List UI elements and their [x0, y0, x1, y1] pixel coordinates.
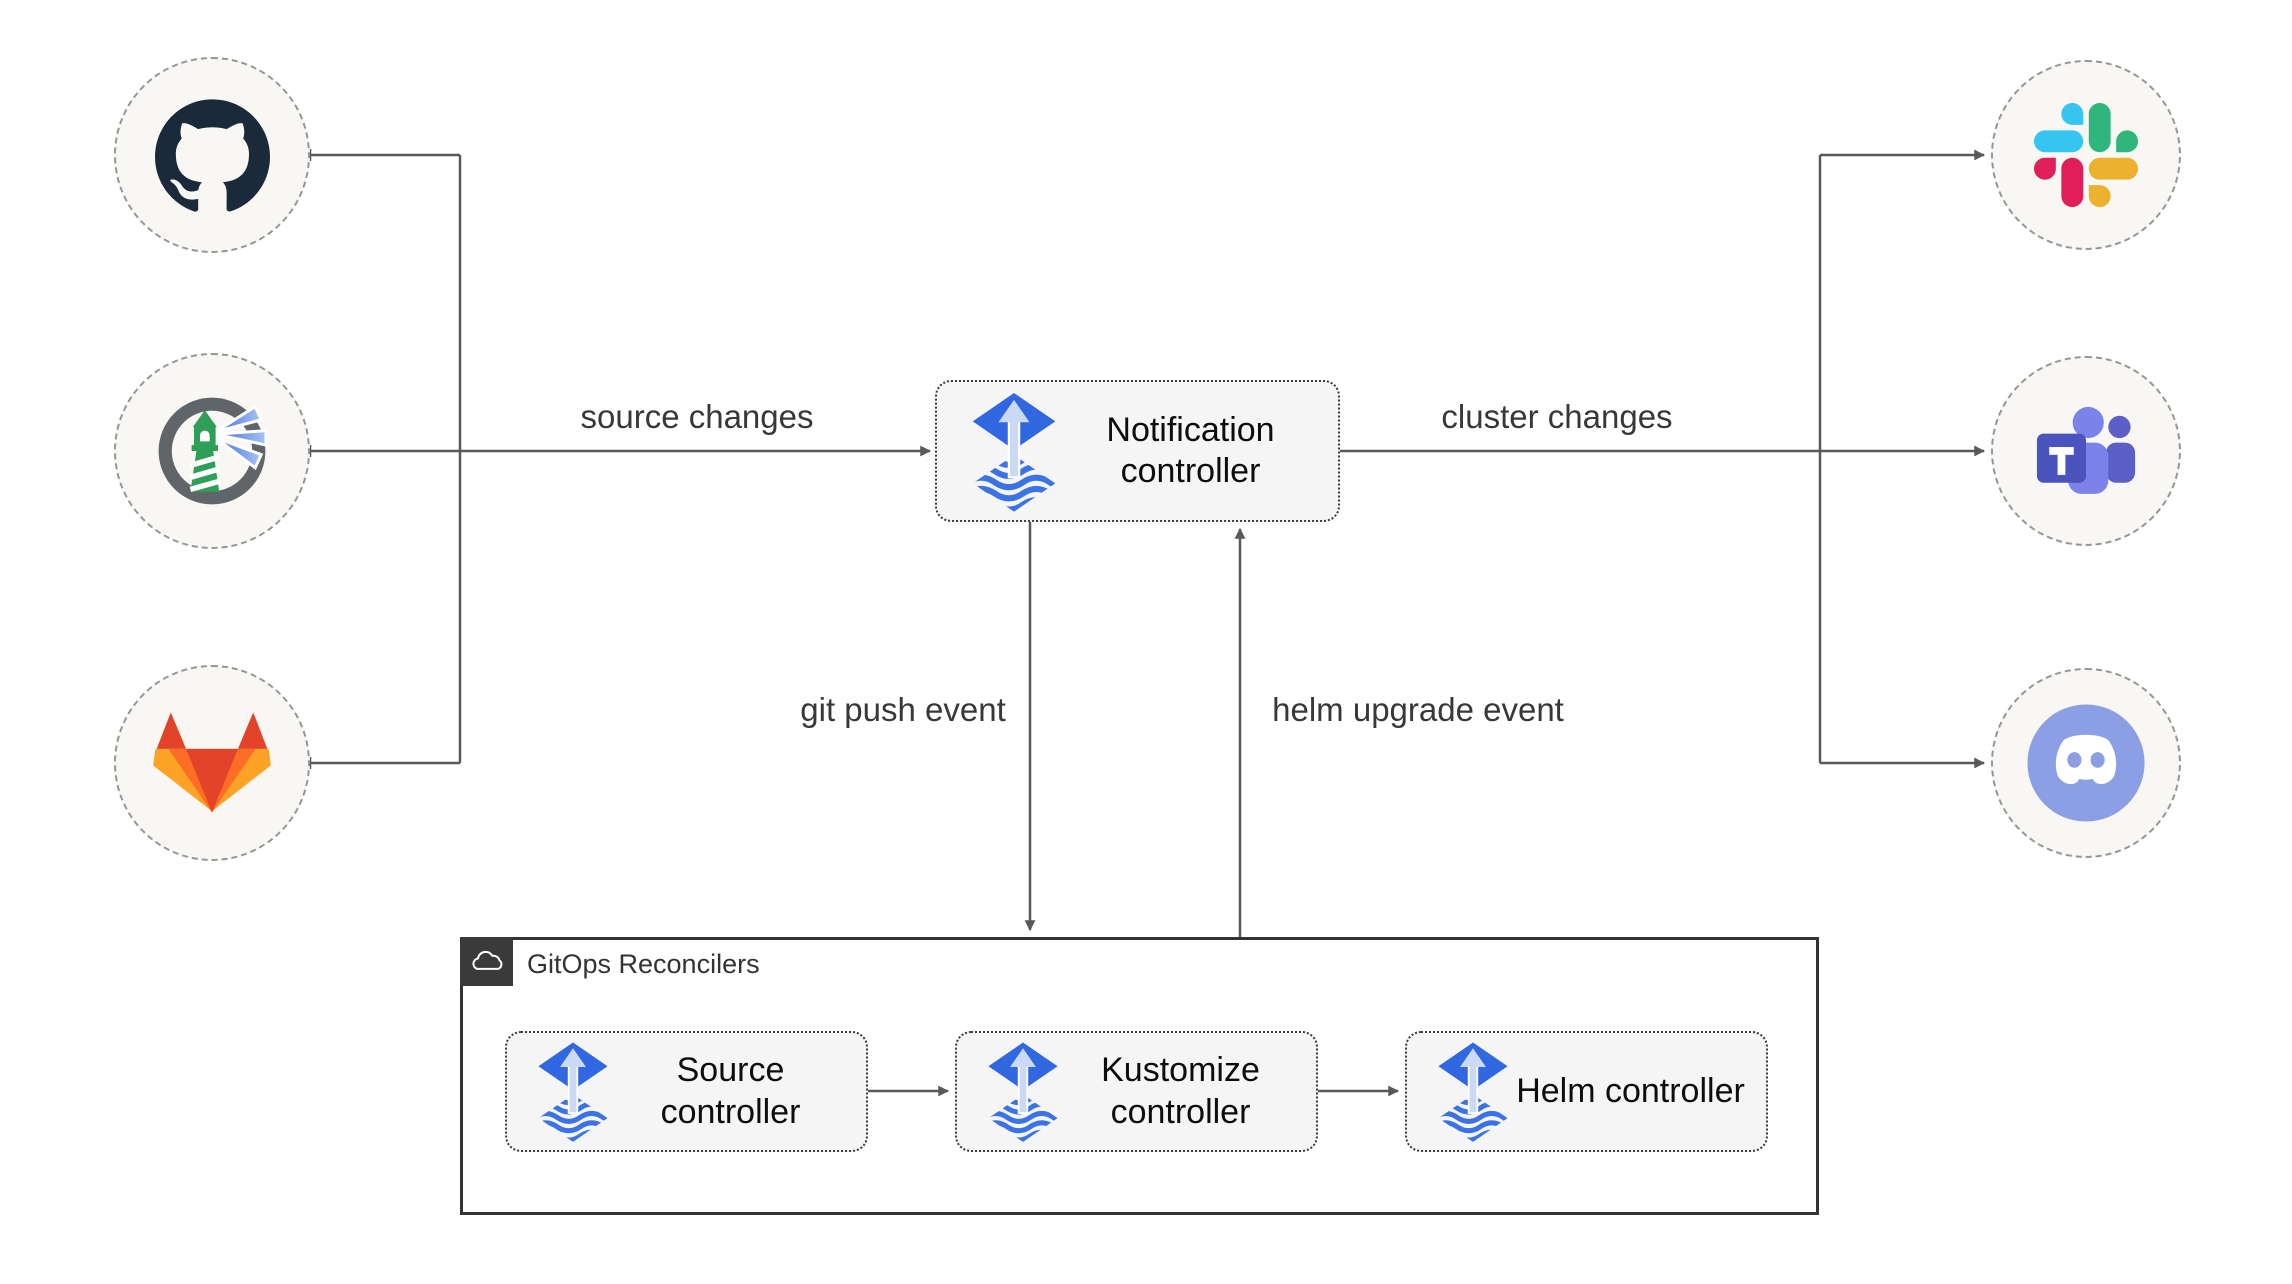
kustomize-controller-label: Kustomize controller	[1101, 1051, 1260, 1131]
edge-label-source-changes: source changes	[580, 398, 814, 435]
group-badge	[460, 937, 513, 986]
helm-controller-label: Helm controller	[1516, 1071, 1745, 1110]
discord-icon	[2027, 704, 2145, 822]
node-teams	[1991, 356, 2181, 546]
group-title: GitOps Reconcilers	[527, 949, 760, 979]
notification-controller-node: Notification controller	[935, 380, 1340, 522]
flux-icon	[538, 1042, 608, 1142]
edge-label-cluster-changes: cluster changes	[1441, 398, 1673, 435]
gitlab-icon	[153, 712, 271, 813]
flux-icon	[1438, 1042, 1508, 1142]
node-gitlab	[114, 665, 310, 861]
gitops-reconcilers-group: GitOps Reconcilers	[460, 937, 1819, 1215]
edge-label-helm-upgrade-event: helm upgrade event	[1272, 691, 1564, 728]
github-icon	[154, 98, 270, 212]
slack-icon	[2034, 103, 2138, 207]
source-controller-label: Source controller	[660, 1051, 801, 1131]
node-discord	[1991, 668, 2181, 858]
edge-label-git-push-event: git push event	[800, 691, 1006, 728]
node-slack	[1991, 60, 2181, 250]
flux-icon	[972, 392, 1056, 512]
notification-controller-label: Notification controller	[1106, 410, 1275, 490]
flux-icon	[988, 1042, 1058, 1142]
node-github	[114, 57, 310, 253]
harbor-icon	[158, 397, 268, 505]
node-harbor	[114, 353, 310, 549]
teams-icon	[2036, 406, 2136, 494]
kustomize-controller-node: Kustomize controller	[955, 1031, 1318, 1152]
helm-controller-node: Helm controller	[1405, 1031, 1768, 1152]
source-controller-node: Source controller	[505, 1031, 868, 1152]
cloud-icon	[471, 950, 502, 970]
